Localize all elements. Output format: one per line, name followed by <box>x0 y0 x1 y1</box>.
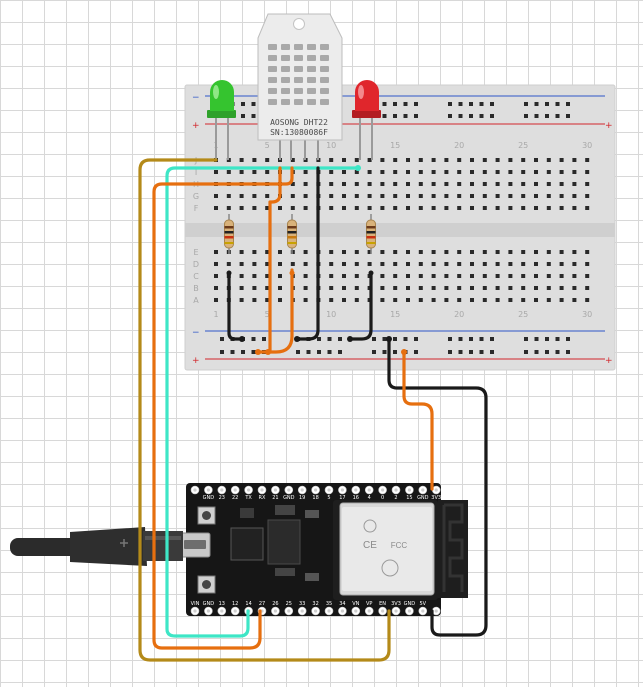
esp32-pin-label: 32 <box>312 601 318 607</box>
ce-mark: CE <box>363 540 377 551</box>
esp32-pin-label: 5 <box>327 495 330 501</box>
column-number: 20 <box>454 310 464 319</box>
wire-resistor1-ground[interactable] <box>227 271 244 341</box>
breadboard-holes <box>214 102 590 354</box>
en-button[interactable] <box>197 506 216 525</box>
column-number: 10 <box>326 310 336 319</box>
esp32-pin-label: 2 <box>394 495 397 501</box>
wire-gnd-rail-to-esp32-gnd[interactable] <box>387 337 488 637</box>
usb-cable-icon <box>10 527 183 566</box>
dht22-sensor[interactable]: AOSONG DHT22 SN:13080086F <box>257 13 343 160</box>
esp32-pin-label: 25 <box>286 601 292 607</box>
column-number: 20 <box>454 141 464 150</box>
column-number: 25 <box>518 310 528 319</box>
column-number: 30 <box>582 310 592 319</box>
esp32-pin-label: 5V <box>419 601 426 607</box>
esp32-pin-label: 4 <box>368 495 371 501</box>
dht22-model-label: AOSONG DHT22 <box>270 118 328 127</box>
svg-text:+: + <box>605 121 613 131</box>
esp32-pin-label: 16 <box>353 495 359 501</box>
column-number: 5 <box>265 141 270 150</box>
esp32-pin-label: 14 <box>245 601 251 607</box>
esp32-pin-label: 12 <box>232 601 238 607</box>
esp32-pin-label: 19 <box>299 495 305 501</box>
esp32-pin-label: GND <box>417 495 429 501</box>
red-led[interactable] <box>352 80 381 160</box>
row-letter: A <box>193 296 199 305</box>
esp32-pin-label: VP <box>366 601 372 607</box>
row-letter: G <box>193 192 199 201</box>
esp32-pin-label: 15 <box>406 495 412 501</box>
esp32-pin-label: 35 <box>326 601 332 607</box>
row-letter: F <box>194 204 199 213</box>
resistor-3[interactable] <box>366 214 376 254</box>
dht22-serial-label: SN:13080086F <box>270 128 328 137</box>
boot-button[interactable] <box>197 575 216 594</box>
column-number: 1 <box>213 310 218 319</box>
column-number: 5 <box>265 310 270 319</box>
esp32-pin-label: GND <box>203 601 215 607</box>
wire-dht-to-bottom-rail[interactable] <box>256 166 282 354</box>
esp32-pin-label: 17 <box>339 495 345 501</box>
row-letter: D <box>193 260 199 269</box>
esp32-pin-label: 0 <box>381 495 384 501</box>
esp32-pin-label: 26 <box>272 601 278 607</box>
esp32-pin-label: GND <box>283 495 295 501</box>
svg-text:−: − <box>192 93 200 103</box>
svg-text:+: + <box>192 356 200 366</box>
wifi-antenna-icon <box>438 500 468 598</box>
resistor-1[interactable] <box>224 214 234 254</box>
esp32-pin-label: VN <box>352 601 359 607</box>
esp32-pin-label: TX <box>244 495 252 501</box>
esp32-pin-label: 18 <box>312 495 318 501</box>
wire-led-green-to-esp32-tx[interactable] <box>138 158 391 662</box>
wire-dht-vcc-to-esp32-3v3[interactable] <box>152 166 294 650</box>
esp32-pin-label: GND <box>203 495 215 501</box>
row-letter: E <box>193 248 198 257</box>
row-letter: I <box>195 168 197 177</box>
esp32-pin-label: RX <box>259 495 266 501</box>
row-letter: B <box>193 284 199 293</box>
column-number: 15 <box>390 141 400 150</box>
wire-dht-ground[interactable] <box>295 166 320 341</box>
wire-resistor3-ground[interactable] <box>348 271 373 341</box>
fcc-mark: FCC <box>391 541 408 550</box>
wire-end-dots <box>226 165 407 355</box>
column-number: 25 <box>518 141 528 150</box>
wire-vcc-rail-to-esp32-3v3[interactable] <box>402 350 434 491</box>
esp32-pin-label: 21 <box>272 495 278 501</box>
wire-dht-data-to-esp32-pin-4[interactable] <box>165 166 360 638</box>
esp32-pin-label: 33 <box>299 601 305 607</box>
dht22-vent-grid <box>268 44 329 105</box>
column-number: 10 <box>326 141 336 150</box>
esp32-pin-label: 13 <box>219 601 225 607</box>
esp32-pin-label: 3V3 <box>431 495 441 501</box>
wire-resistor2-to-bottom-rail[interactable] <box>266 268 294 354</box>
resistor-2[interactable] <box>287 214 297 254</box>
esp32-pin-label: 34 <box>339 601 345 607</box>
esp32-pin-label: EN <box>379 601 386 607</box>
esp32-pin-label: GND <box>404 601 416 607</box>
green-led[interactable] <box>207 80 236 160</box>
column-number: 15 <box>390 310 400 319</box>
svg-text:+: + <box>605 356 613 366</box>
row-letter: C <box>193 272 199 281</box>
esp32-pin-label: 3V3 <box>391 601 401 607</box>
esp32-pin-label: 27 <box>259 601 265 607</box>
esp32-pin-headers <box>190 485 441 616</box>
column-number: 30 <box>582 141 592 150</box>
esp32-pin-label: 22 <box>232 495 238 501</box>
esp32-pin-label: VIN <box>191 601 200 607</box>
svg-text:−: − <box>192 328 200 338</box>
esp32-pin-label: 23 <box>219 495 225 501</box>
svg-text:+: + <box>192 121 200 131</box>
